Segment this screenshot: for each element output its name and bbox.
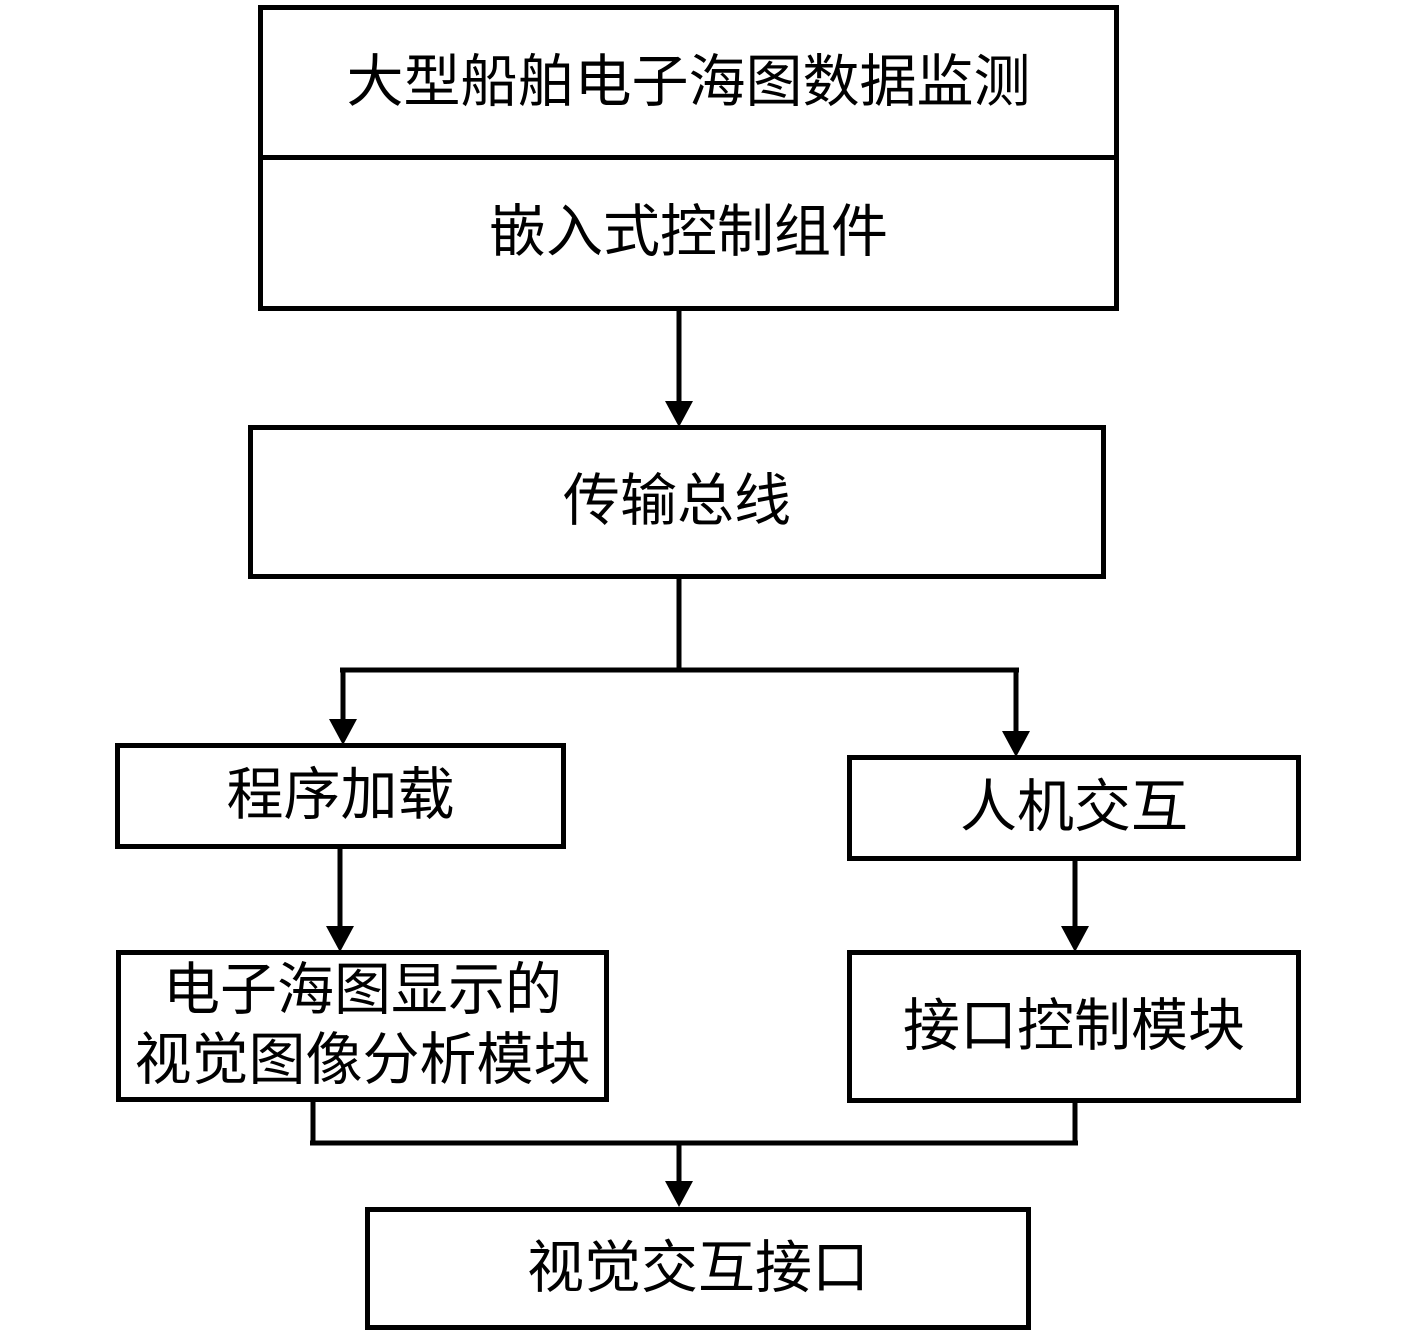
node-data-monitoring: 大型船舶电子海图数据监测 [263,10,1114,160]
arrowhead-program-loading [329,719,357,745]
arrowhead-hmi [1002,731,1030,757]
node-interface-control-module-label: 接口控制模块 [903,994,1245,1058]
connector-bus-split [340,578,1019,673]
arrowhead-bus [665,401,693,427]
node-interface-control-module: 接口控制模块 [847,950,1301,1103]
node-transmission-bus-label: 传输总线 [563,470,791,534]
connector-bus-to-program-loading [329,668,357,745]
node-program-loading: 程序加载 [115,743,566,849]
arrowhead-interface-control [1061,926,1089,952]
node-visual-interaction-interface-label: 视觉交互接口 [527,1236,869,1300]
node-visual-image-analysis-line1: 电子海图显示的 [163,959,562,1022]
arrowhead-visual-interface [665,1181,693,1207]
connector-hmi-to-interface [1061,860,1089,952]
node-embedded-control: 嵌入式控制组件 [263,160,1114,306]
node-human-machine-interaction: 人机交互 [847,755,1301,861]
node-transmission-bus: 传输总线 [248,425,1106,579]
connector-program-to-module [326,848,354,952]
node-visual-image-analysis-line2: 视觉图像分析模块 [134,1029,591,1092]
node-visual-image-analysis-label: 电子海图显示的 视觉图像分析模块 [135,956,591,1096]
node-data-monitoring-label: 大型船舶电子海图数据监测 [346,50,1031,114]
connector-bus-to-hmi [1002,668,1030,757]
node-program-loading-label: 程序加载 [226,764,455,828]
connector-embedded-to-bus [665,310,693,427]
connector-merge-to-visual-interface [310,1100,1078,1207]
node-embedded-control-label: 嵌入式控制组件 [489,201,888,265]
node-group-controller: 大型船舶电子海图数据监测 嵌入式控制组件 [258,5,1119,311]
node-visual-image-analysis: 电子海图显示的 视觉图像分析模块 [116,950,609,1102]
node-human-machine-interaction-label: 人机交互 [960,776,1188,840]
arrowhead-visual-module [326,926,354,952]
node-visual-interaction-interface: 视觉交互接口 [365,1207,1031,1330]
